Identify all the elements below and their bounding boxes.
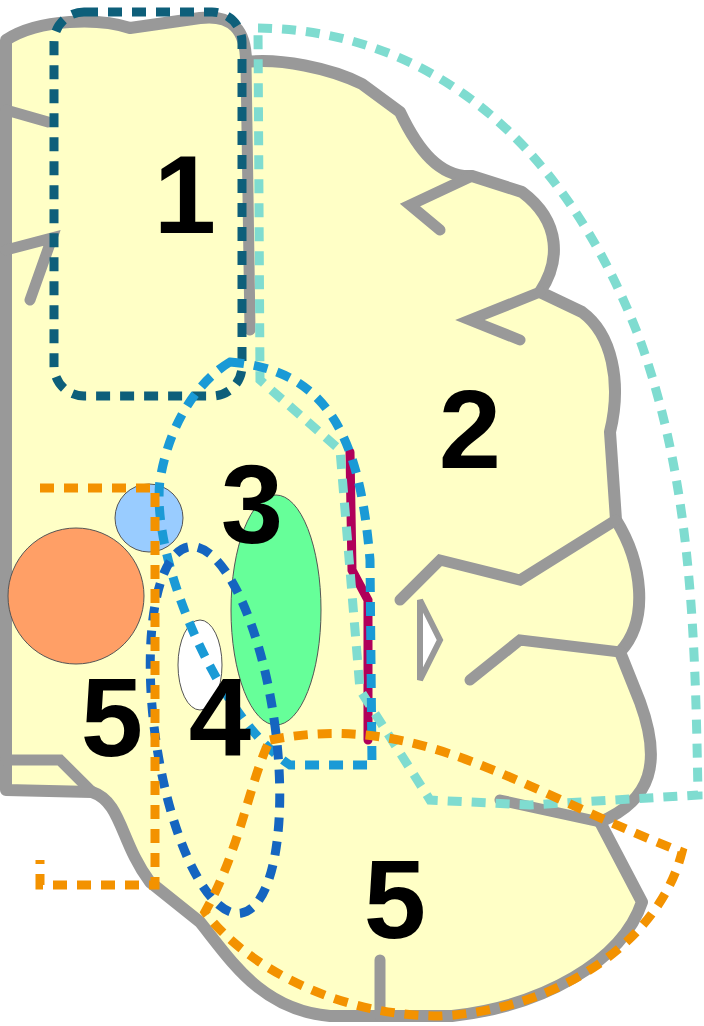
caudate bbox=[115, 484, 183, 552]
callout-number: 3 bbox=[221, 449, 283, 561]
ventricle bbox=[420, 600, 440, 680]
sulci bbox=[6, 62, 620, 1016]
region-outlines bbox=[40, 12, 698, 1016]
callout-number: 2 bbox=[439, 374, 501, 486]
brain-outline bbox=[6, 17, 651, 1016]
thalamus bbox=[8, 528, 144, 664]
callout-number: 5 bbox=[364, 844, 426, 956]
callout-number: 1 bbox=[154, 139, 216, 251]
callout-number: 4 bbox=[189, 662, 251, 774]
callout-number: 5 bbox=[81, 662, 143, 774]
